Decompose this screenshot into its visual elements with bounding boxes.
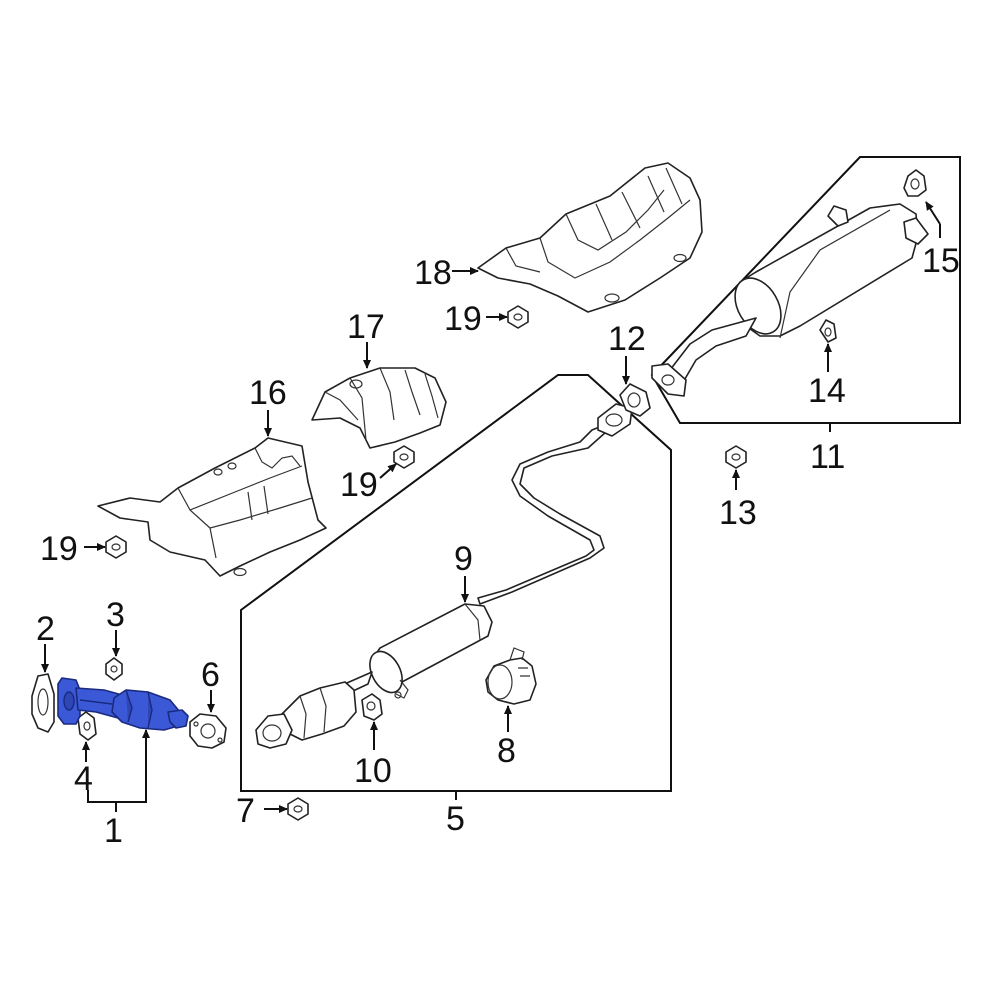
gasket-12[interactable]	[619, 383, 651, 417]
callout-7: 7	[236, 792, 255, 830]
group-5-outline	[240, 374, 672, 792]
leader-1-bracket	[87, 790, 147, 803]
nut-19-left[interactable]	[105, 535, 127, 559]
gasket-6[interactable]	[189, 713, 227, 749]
callout-17: 17	[347, 308, 385, 346]
nut-19-middle[interactable]	[393, 445, 415, 469]
gasket-2[interactable]	[31, 673, 55, 733]
heat-shield-18[interactable]	[477, 162, 703, 313]
hanger-10[interactable]	[361, 693, 383, 721]
leader-15b	[925, 201, 941, 225]
callout-4: 4	[74, 760, 93, 798]
leader-19-middle	[379, 463, 397, 479]
nut-13[interactable]	[725, 445, 747, 469]
callout-8: 8	[497, 732, 516, 770]
callout-10: 10	[354, 752, 392, 790]
heat-shield-16[interactable]	[97, 437, 327, 577]
heat-shield-17[interactable]	[311, 367, 447, 449]
callout-9: 9	[454, 540, 473, 578]
callout-19-middle: 19	[340, 466, 378, 504]
callout-16: 16	[249, 374, 287, 412]
group-11-outline	[650, 156, 961, 424]
nut-7[interactable]	[287, 797, 309, 821]
clamp-8[interactable]	[485, 647, 537, 705]
hanger-14[interactable]	[819, 319, 837, 343]
callout-19-upper: 19	[444, 300, 482, 338]
callout-11: 11	[810, 438, 845, 476]
callout-13: 13	[719, 494, 757, 532]
muffler-11[interactable]	[651, 203, 929, 397]
callout-12: 12	[608, 320, 646, 358]
center-pipe-9[interactable]	[255, 403, 633, 749]
hanger-15[interactable]	[903, 169, 927, 197]
nut-3[interactable]	[105, 657, 123, 681]
callout-15: 15	[922, 242, 960, 280]
callout-18: 18	[414, 254, 452, 292]
callout-6: 6	[201, 656, 220, 694]
hanger-4[interactable]	[77, 711, 97, 741]
callout-19-left: 19	[40, 530, 78, 568]
callout-5: 5	[446, 800, 465, 838]
nut-19-upper[interactable]	[507, 305, 529, 329]
callout-14: 14	[808, 372, 846, 410]
callout-2: 2	[36, 610, 55, 648]
callout-3: 3	[106, 596, 125, 634]
callout-1: 1	[104, 812, 123, 850]
exhaust-manifold-converter-1[interactable]	[57, 677, 189, 731]
